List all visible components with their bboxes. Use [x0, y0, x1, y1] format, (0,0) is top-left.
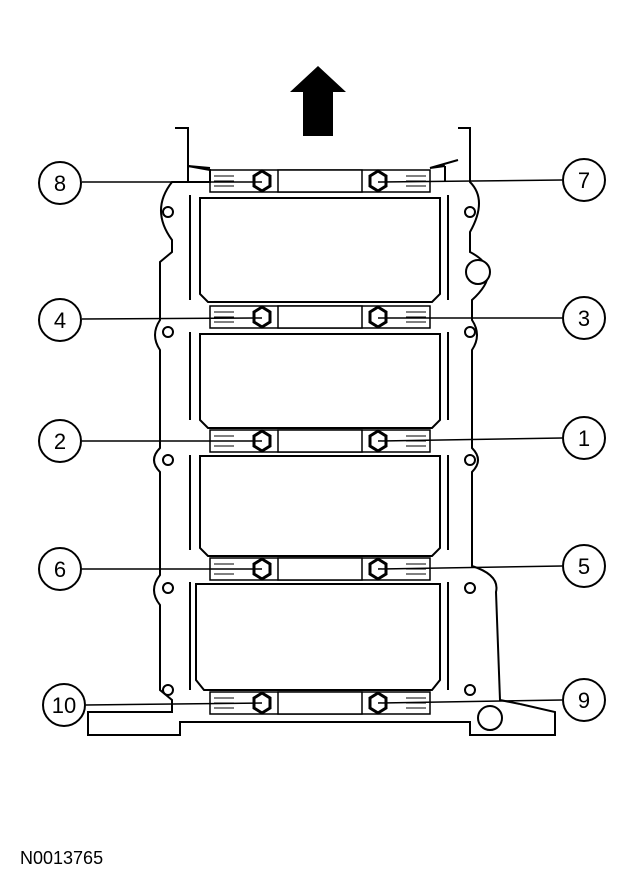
bolt-3 — [368, 305, 388, 329]
svg-text:4: 4 — [54, 308, 66, 333]
callouts: 8 7 4 3 2 1 6 5 — [38, 158, 606, 727]
svg-text:7: 7 — [578, 168, 590, 193]
mounting-holes — [162, 206, 503, 731]
callout-9: 9 — [562, 678, 606, 722]
svg-text:8: 8 — [54, 171, 66, 196]
svg-text:5: 5 — [578, 554, 590, 579]
callout-2: 2 — [38, 419, 82, 463]
arrow-up-icon — [290, 66, 346, 136]
callout-1: 1 — [562, 416, 606, 460]
figure-reference-code: N0013765 — [20, 848, 104, 868]
callout-6: 6 — [38, 547, 82, 591]
callout-8: 8 — [38, 161, 82, 205]
svg-text:10: 10 — [52, 693, 76, 718]
svg-text:1: 1 — [578, 426, 590, 451]
bolt-7 — [368, 169, 388, 193]
leader-lines — [81, 179, 563, 706]
callout-3: 3 — [562, 296, 606, 340]
svg-text:9: 9 — [578, 688, 590, 713]
bearing-bays — [195, 197, 441, 691]
bearing-cap-strips — [209, 169, 431, 715]
bolt-4 — [252, 305, 272, 329]
bolt-8 — [252, 169, 272, 193]
bolt-heads — [252, 169, 388, 715]
svg-text:6: 6 — [54, 557, 66, 582]
callout-7: 7 — [562, 158, 606, 202]
svg-text:2: 2 — [54, 429, 66, 454]
callout-10: 10 — [42, 683, 86, 727]
callout-4: 4 — [38, 298, 82, 342]
callout-5: 5 — [562, 544, 606, 588]
svg-text:3: 3 — [578, 306, 590, 331]
